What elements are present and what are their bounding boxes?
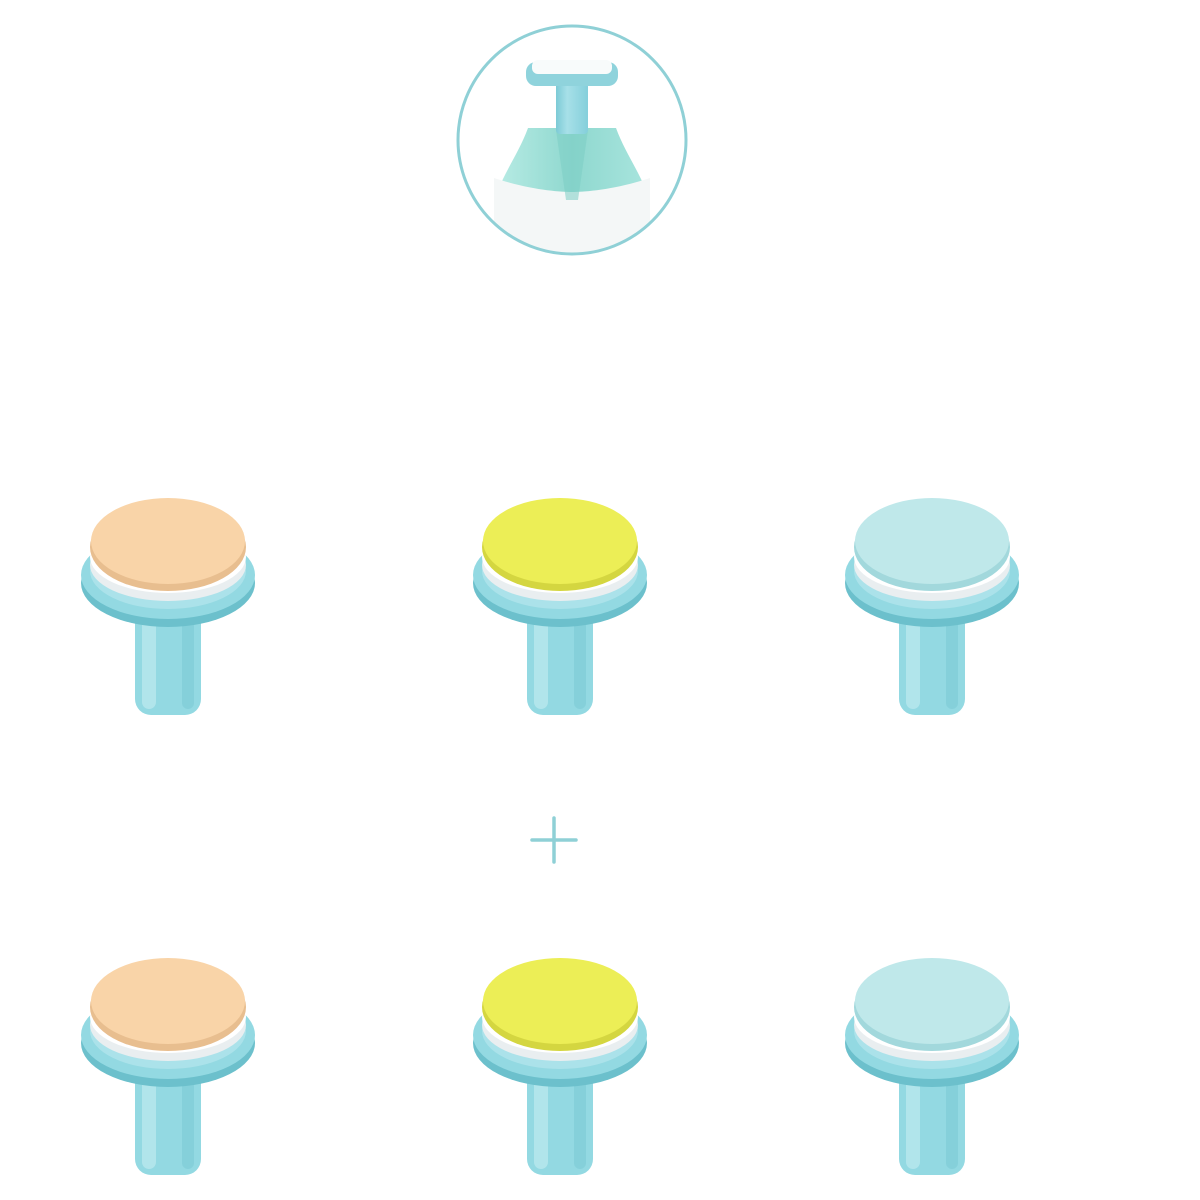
connector-line-left — [226, 222, 488, 498]
grinding-pad-fine — [845, 958, 1019, 1175]
grinding-pad-medium — [473, 958, 647, 1175]
grinding-pad-coarse — [81, 958, 255, 1175]
grinding-pad-fine — [845, 498, 1019, 715]
connector-lines — [226, 214, 893, 499]
connector-line-right — [664, 214, 893, 499]
magnifier-closeup — [456, 24, 688, 256]
top-row — [81, 498, 1019, 715]
trimmer-head-image — [494, 60, 650, 254]
plus-icon — [530, 816, 578, 864]
grinding-pad-coarse — [81, 498, 255, 715]
bottom-row — [81, 958, 1019, 1175]
device-base — [494, 178, 650, 254]
pad-grid — [81, 498, 1019, 1175]
grinding-pad-medium — [473, 498, 647, 715]
device-stem — [556, 78, 588, 134]
magnifier-ring — [456, 24, 688, 256]
